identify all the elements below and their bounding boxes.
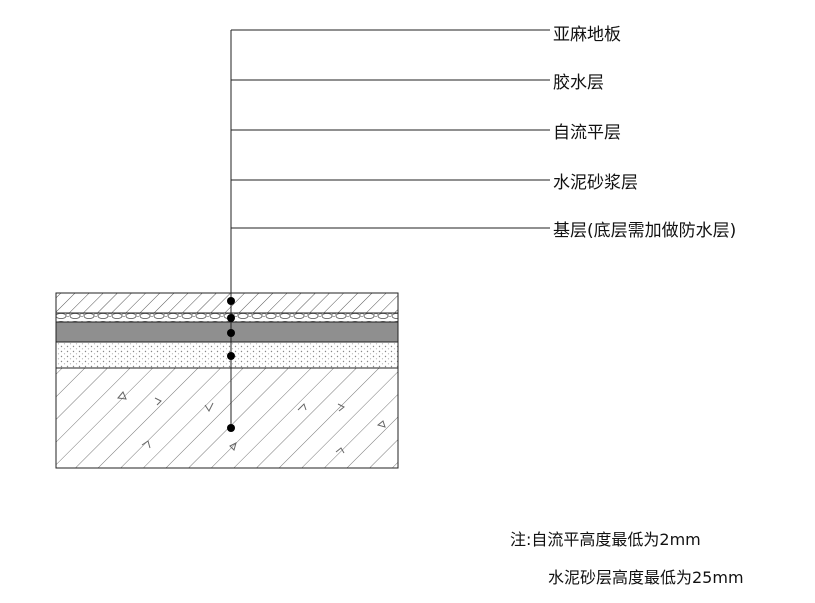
label-self-leveling: 自流平层	[553, 123, 621, 143]
layer-base	[55, 367, 399, 469]
note-mortar-min: 水泥砂层高度最低为25mm	[548, 568, 744, 587]
aggregate-marks	[117, 391, 386, 454]
layer-cement-mortar	[55, 341, 399, 369]
marker-adhesive	[227, 314, 235, 322]
note-self-leveling-min: 注:自流平高度最低为2mm	[510, 530, 701, 549]
layer-labels: 亚麻地板 胶水层 自流平层 水泥砂浆层 基层(底层需加做防水层)	[553, 25, 736, 241]
leader-lines	[230, 29, 550, 428]
layer-adhesive	[55, 312, 399, 323]
label-linoleum: 亚麻地板	[553, 25, 621, 45]
marker-cement-mortar	[227, 352, 235, 360]
marker-self-leveling	[227, 329, 235, 337]
notes: 注:自流平高度最低为2mm 水泥砂层高度最低为25mm	[510, 530, 744, 587]
cross-section	[55, 292, 399, 469]
layer-linoleum	[55, 292, 399, 314]
label-adhesive: 胶水层	[553, 73, 604, 93]
layer-self-leveling	[55, 321, 399, 343]
layer-markers	[227, 297, 235, 432]
marker-linoleum	[227, 297, 235, 305]
marker-base	[227, 424, 235, 432]
label-base: 基层(底层需加做防水层)	[553, 221, 736, 241]
label-cement-mortar: 水泥砂浆层	[553, 173, 638, 193]
